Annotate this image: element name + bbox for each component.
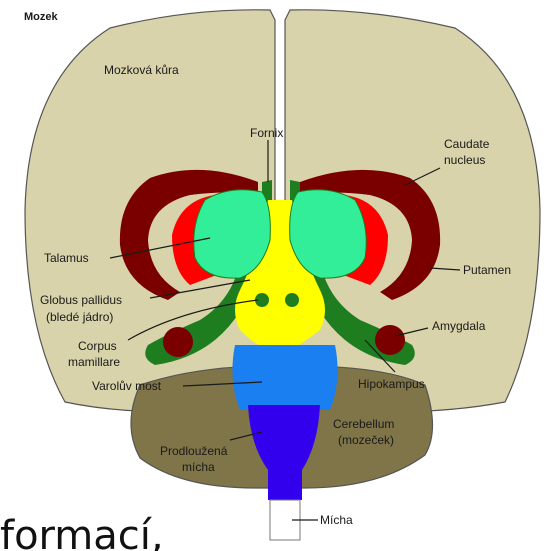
- amygdala-left: [163, 327, 193, 357]
- label-hipokampus: Hipokampus: [358, 377, 425, 391]
- amygdala-right: [375, 325, 405, 355]
- label-caudate-2: nucleus: [444, 153, 485, 167]
- title-label: Mozek: [24, 11, 59, 23]
- label-corpus-1: Corpus: [78, 339, 117, 353]
- label-cerebellum-1: Cerebellum: [333, 417, 394, 431]
- label-globus-1: Globus pallidus: [40, 293, 122, 307]
- label-medulla-1: Prodloužená: [160, 444, 228, 458]
- label-cortex: Mozková kůra: [104, 63, 179, 77]
- label-medulla-2: mícha: [182, 460, 215, 474]
- label-fornix: Fornix: [250, 126, 283, 140]
- label-amygdala: Amygdala: [432, 319, 486, 333]
- label-talamus: Talamus: [44, 251, 89, 265]
- label-globus-2: (bledé jádro): [46, 310, 113, 324]
- label-spinal: Mícha: [320, 513, 353, 527]
- label-cerebellum-2: (mozeček): [338, 433, 394, 447]
- label-corpus-2: mamillare: [68, 355, 120, 369]
- pons: [232, 345, 337, 410]
- label-caudate-1: Caudate: [444, 137, 490, 151]
- mammillary-body-right: [285, 293, 299, 307]
- label-pons: Varolův most: [92, 379, 162, 393]
- caption-fragment: formací,: [0, 513, 164, 551]
- label-putamen: Putamen: [463, 263, 511, 277]
